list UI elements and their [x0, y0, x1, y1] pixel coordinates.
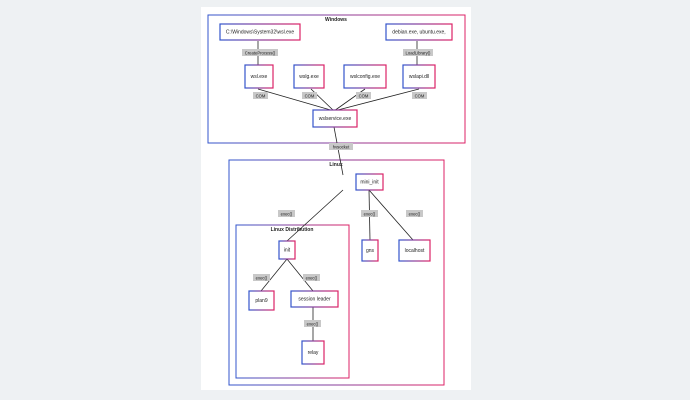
cluster-linux-title: Linux — [329, 162, 343, 168]
node-wslconfig[interactable]: wslconfig.exe — [343, 64, 387, 89]
node-wsl-path[interactable]: C:\Windows\System32\wsl.exe — [219, 23, 301, 41]
node-gns[interactable]: gns — [361, 239, 379, 262]
edge-miniinit-localhost — [368, 189, 414, 241]
edge-miniinit-init — [286, 189, 344, 242]
node-label: gns — [366, 248, 375, 254]
node-label: plan9 — [255, 298, 267, 304]
node-label: wslconfig.exe — [350, 74, 380, 80]
node-label: init — [284, 248, 291, 254]
edge-init-session — [286, 258, 314, 292]
cluster-linux-distribution: Linux Distribution — [235, 224, 350, 379]
node-label: wsl.exe — [251, 74, 268, 80]
edge-label-text: exec() — [307, 321, 319, 326]
edge-label-text: CreateProcess() — [245, 50, 276, 55]
edge-label-text: exec() — [281, 211, 293, 216]
node-plan9[interactable]: plan9 — [248, 290, 275, 311]
node-wsl[interactable]: wsl.exe — [244, 64, 274, 89]
edge-wslservice-miniinit — [333, 126, 344, 176]
edge-label-exec-localhost: exec() — [406, 210, 423, 217]
node-localhost[interactable]: localhost — [398, 239, 431, 262]
edge-label-com-2: COM — [302, 92, 317, 99]
diagram-canvas: Windows Linux Linux Distribution CreateP… — [201, 7, 471, 390]
edge-label-com-4: COM — [412, 92, 427, 99]
node-label: wslg.exe — [299, 74, 319, 80]
node-session-leader[interactable]: session leader — [290, 290, 339, 308]
node-label: wslapi.dll — [409, 74, 429, 80]
node-label: relay — [308, 350, 319, 356]
edge-label-exec-plan9: exec() — [253, 274, 270, 281]
edge-label-exec-gns: exec() — [361, 210, 378, 217]
edge-label-create-process: CreateProcess() — [242, 49, 278, 56]
edge-label-text: exec() — [256, 275, 268, 280]
edge-label-exec-distro: exec() — [278, 210, 295, 217]
edge-label-text: hvsocket — [333, 144, 350, 149]
edge-label-com-3: COM — [356, 92, 371, 99]
node-relay[interactable]: relay — [301, 340, 325, 365]
node-label: localhost — [405, 248, 425, 254]
architecture-diagram: Windows Linux Linux Distribution CreateP… — [207, 14, 466, 386]
node-wslapi[interactable]: wslapi.dll — [402, 64, 436, 89]
node-label: wslservice.exe — [319, 116, 352, 122]
cluster-distro-title: Linux Distribution — [271, 227, 314, 233]
edge-label-text: COM — [359, 93, 369, 98]
edge-label-text: exec() — [306, 275, 318, 280]
edge-label-text: COM — [256, 93, 266, 98]
node-mini-init[interactable]: mini_init — [355, 173, 384, 191]
node-label: C:\Windows\System32\wsl.exe — [226, 30, 295, 36]
cluster-windows-title: Windows — [325, 17, 347, 23]
node-label: session leader — [298, 297, 331, 303]
edge-wsl-wslservice — [257, 88, 335, 112]
cluster-linux: Linux — [228, 159, 445, 386]
node-label: mini_init — [360, 180, 379, 186]
node-wslservice[interactable]: wslservice.exe — [312, 109, 358, 128]
node-wslg[interactable]: wslg.exe — [293, 64, 325, 89]
edge-label-exec-relay: exec() — [304, 320, 321, 327]
edge-label-text: COM — [305, 93, 315, 98]
node-debian-ubuntu[interactable]: debian.exe, ubuntu.exe, — [385, 23, 453, 41]
edge-wslapi-wslservice — [333, 88, 420, 112]
edge-label-text: LoadLibrary() — [406, 50, 432, 55]
edge-init-plan9 — [260, 258, 288, 292]
edge-label-com-1: COM — [253, 92, 268, 99]
edge-label-text: exec() — [409, 211, 421, 216]
edge-label-text: exec() — [364, 211, 376, 216]
node-label: debian.exe, ubuntu.exe, — [392, 30, 445, 36]
edge-label-text: COM — [415, 93, 425, 98]
edge-label-exec-session: exec() — [303, 274, 320, 281]
edge-label-hvsocket: hvsocket — [329, 143, 353, 150]
node-init[interactable]: init — [278, 240, 296, 260]
edge-label-load-library: LoadLibrary() — [403, 49, 433, 56]
